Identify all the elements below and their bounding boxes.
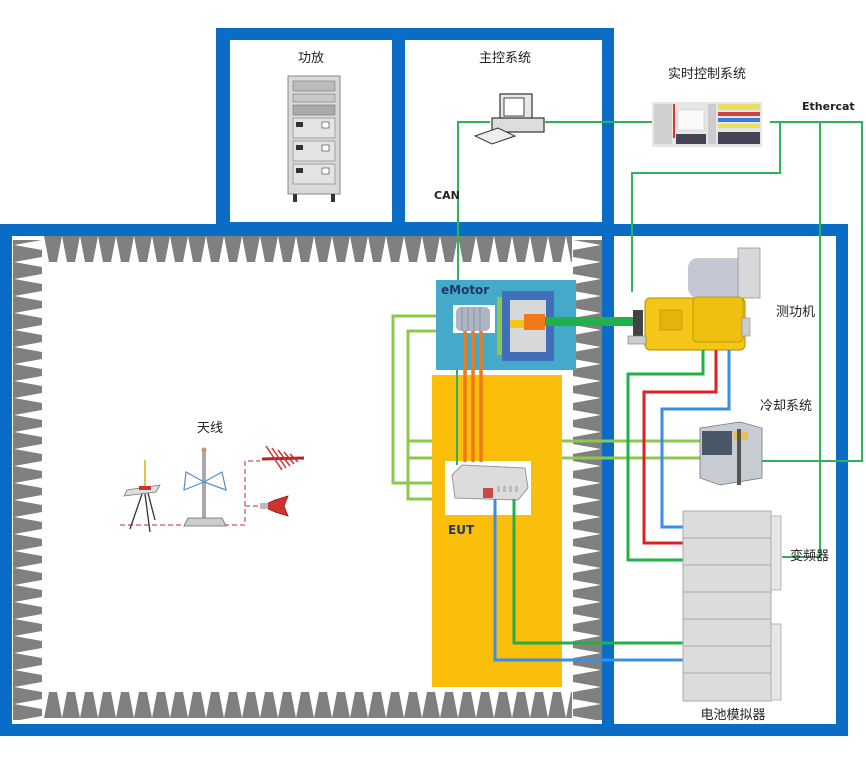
can-line bbox=[457, 121, 490, 280]
dynamometer-label: 测功机 bbox=[776, 305, 815, 320]
antenna-label: 天线 bbox=[197, 421, 223, 436]
emotor-label: eMotor bbox=[441, 283, 489, 297]
battery-simulator-cabinet bbox=[682, 618, 782, 702]
ethercat-label: Ethercat bbox=[802, 100, 855, 113]
amplifier-room bbox=[216, 28, 614, 232]
absorber-left bbox=[14, 240, 42, 720]
drive-shaft bbox=[545, 317, 635, 326]
plc-controller-icon bbox=[652, 102, 762, 147]
absorber-bottom bbox=[44, 692, 572, 718]
can-label: CAN bbox=[434, 189, 460, 202]
coolant-lines bbox=[626, 350, 731, 562]
eut-device-icon bbox=[451, 464, 529, 501]
amplifier-label: 功放 bbox=[298, 51, 324, 66]
realtime-control-label: 实时控制系统 bbox=[668, 67, 746, 82]
computer-icon bbox=[473, 93, 545, 145]
dyno-room bbox=[602, 224, 848, 736]
eut-label: EUT bbox=[448, 523, 475, 537]
cooling-system-label: 冷却系统 bbox=[760, 399, 812, 414]
antenna-icons bbox=[120, 445, 305, 533]
chiller-icon bbox=[699, 421, 763, 486]
inverter-label: 变频器 bbox=[790, 548, 829, 564]
signal-wiring bbox=[457, 121, 863, 558]
battery-simulator-label: 电池模拟器 bbox=[700, 708, 765, 723]
ethercat-line bbox=[760, 121, 863, 462]
dynamometer-icon bbox=[627, 247, 761, 351]
absorber-right bbox=[573, 240, 601, 720]
inverter-cabinet bbox=[682, 510, 782, 620]
control-system-label: 主控系统 bbox=[479, 51, 531, 66]
amplifier-rack-icon bbox=[287, 75, 341, 202]
absorber-top bbox=[44, 236, 572, 262]
battery-lines bbox=[493, 499, 683, 662]
hv-cables bbox=[463, 331, 483, 462]
